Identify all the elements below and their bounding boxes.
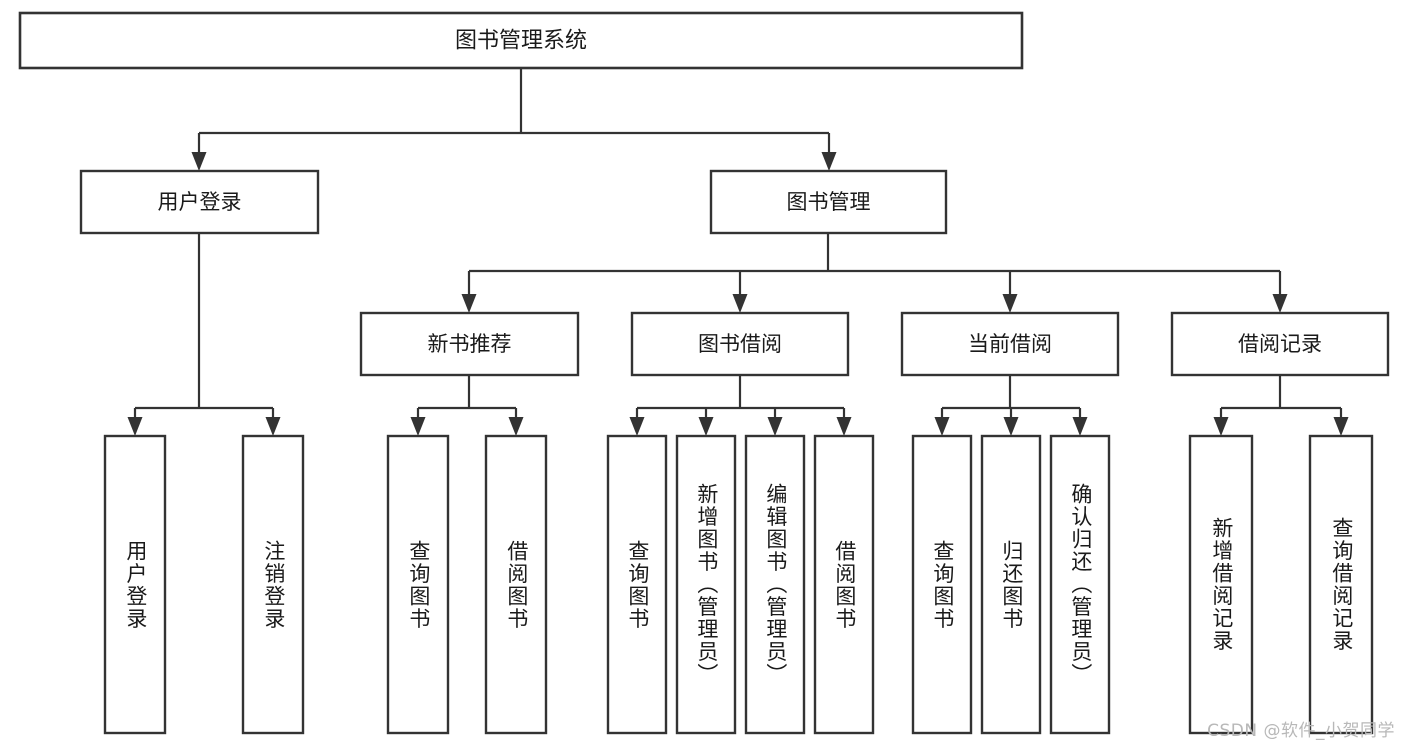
- node-label: 当前借阅: [968, 332, 1052, 356]
- node-box-leaf[interactable]: [744, 434, 806, 735]
- node-box-leaf[interactable]: [241, 434, 305, 735]
- arrow-head-icon: [934, 417, 950, 436]
- arrow-head-icon: [732, 294, 748, 313]
- node-label: 新书推荐: [428, 332, 512, 356]
- connector-group: [461, 233, 1288, 313]
- node-box-level1[interactable]: [709, 169, 948, 235]
- node-box-leaf[interactable]: [1188, 434, 1254, 735]
- node-box-leaf[interactable]: [606, 434, 668, 735]
- connector-group: [410, 375, 524, 436]
- node-box-level2[interactable]: [900, 311, 1120, 377]
- arrow-head-icon: [127, 417, 143, 436]
- arrow-head-icon: [1002, 294, 1018, 313]
- node-box-leaf[interactable]: [1049, 434, 1111, 735]
- arrow-head-icon: [1333, 417, 1349, 436]
- arrow-head-icon: [698, 417, 714, 436]
- connector-group: [629, 375, 852, 436]
- node-box-leaf[interactable]: [484, 434, 548, 735]
- node-box-level2[interactable]: [1170, 311, 1390, 377]
- node-box-level1[interactable]: [79, 169, 320, 235]
- node-label: 用户登录: [158, 190, 242, 214]
- node-box-leaf[interactable]: [675, 434, 737, 735]
- arrow-head-icon: [265, 417, 281, 436]
- node-box-level2[interactable]: [359, 311, 580, 377]
- arrow-head-icon: [1213, 417, 1229, 436]
- connector-group: [1213, 375, 1349, 436]
- arrow-head-icon: [821, 152, 837, 171]
- arrow-head-icon: [1003, 417, 1019, 436]
- arrow-head-icon: [629, 417, 645, 436]
- arrow-head-icon: [1272, 294, 1288, 313]
- arrow-head-icon: [836, 417, 852, 436]
- node-label: 图书管理: [787, 190, 871, 214]
- node-label: 图书借阅: [698, 332, 782, 356]
- arrow-head-icon: [508, 417, 524, 436]
- arrow-head-icon: [767, 417, 783, 436]
- node-box-leaf[interactable]: [911, 434, 973, 735]
- node-box-layer: [18, 11, 1390, 735]
- node-box-leaf[interactable]: [813, 434, 875, 735]
- node-label: 借阅记录: [1238, 332, 1322, 356]
- arrow-head-icon: [461, 294, 477, 313]
- node-box-level2[interactable]: [630, 311, 850, 377]
- connector-group: [934, 375, 1088, 436]
- node-box-leaf[interactable]: [386, 434, 450, 735]
- connector-group: [191, 68, 837, 171]
- node-box-root[interactable]: [18, 11, 1024, 70]
- connector-layer: [127, 68, 1349, 436]
- node-label: 图书管理系统: [455, 29, 587, 54]
- connector-group: [127, 233, 281, 436]
- watermark-text: CSDN @软件_小贺同学: [1207, 721, 1395, 741]
- node-box-leaf[interactable]: [1308, 434, 1374, 735]
- arrow-head-icon: [191, 152, 207, 171]
- node-box-leaf[interactable]: [103, 434, 167, 735]
- arrow-head-icon: [1072, 417, 1088, 436]
- node-box-leaf[interactable]: [980, 434, 1042, 735]
- arrow-head-icon: [410, 417, 426, 436]
